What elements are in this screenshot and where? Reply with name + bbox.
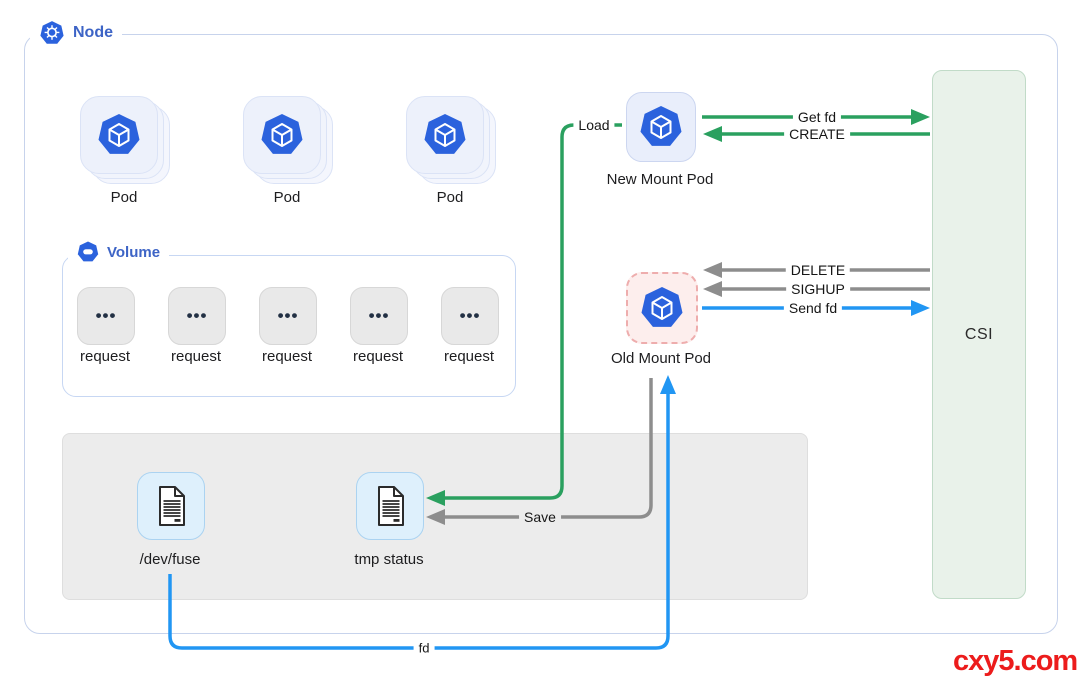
request-dots-icon: ••• bbox=[186, 306, 208, 325]
old-mount-pod-label: Old Mount Pod bbox=[610, 350, 712, 367]
pod-group bbox=[243, 96, 333, 184]
pod-group bbox=[406, 96, 496, 184]
pod-icon bbox=[98, 114, 140, 154]
node-legend: Node bbox=[30, 20, 122, 46]
request-cell: ••• bbox=[168, 287, 226, 345]
csi-label: CSI bbox=[964, 325, 994, 343]
arrow-label-send-fd: Send fd bbox=[783, 300, 843, 316]
arrow-label-save: Save bbox=[519, 509, 561, 525]
new-mount-pod-label: New Mount Pod bbox=[606, 171, 714, 188]
arrow-label-fd: fd bbox=[413, 640, 435, 656]
file-icon bbox=[159, 486, 185, 526]
pod-group bbox=[80, 96, 170, 184]
pod-card bbox=[406, 96, 484, 174]
kubernetes-node-icon bbox=[40, 21, 64, 44]
arrow-label-sighup: SIGHUP bbox=[786, 281, 850, 297]
pod-card bbox=[80, 96, 158, 174]
request-dots-icon: ••• bbox=[277, 306, 299, 325]
request-cell: ••• bbox=[441, 287, 499, 345]
request-dots-icon: ••• bbox=[459, 306, 481, 325]
pod-icon bbox=[640, 106, 682, 146]
request-label: request bbox=[443, 348, 495, 365]
pod-card bbox=[243, 96, 321, 174]
request-cell: ••• bbox=[350, 287, 408, 345]
request-dots-icon: ••• bbox=[368, 306, 390, 325]
arrow-label-get-fd: Get fd bbox=[792, 109, 842, 125]
old-mount-pod-card bbox=[626, 272, 698, 344]
pod-icon bbox=[641, 287, 683, 327]
request-label: request bbox=[79, 348, 131, 365]
request-label: request bbox=[352, 348, 404, 365]
csi-box: CSI bbox=[932, 70, 1026, 599]
arrow-label-load: Load bbox=[573, 117, 615, 133]
dev-fuse-label: /dev/fuse bbox=[139, 551, 201, 568]
tmp-status-card bbox=[356, 472, 424, 540]
arrow-label-create: CREATE bbox=[784, 126, 850, 142]
request-label: request bbox=[170, 348, 222, 365]
new-mount-pod-card bbox=[626, 92, 696, 162]
pod-label: Pod bbox=[436, 189, 464, 206]
volume-icon bbox=[77, 241, 99, 262]
volume-title: Volume bbox=[107, 243, 161, 261]
request-cell: ••• bbox=[259, 287, 317, 345]
request-dots-icon: ••• bbox=[95, 306, 117, 325]
request-label: request bbox=[261, 348, 313, 365]
request-cell: ••• bbox=[77, 287, 135, 345]
dev-fuse-card bbox=[137, 472, 205, 540]
tmp-status-label: tmp status bbox=[354, 551, 424, 568]
pod-icon bbox=[261, 114, 303, 154]
file-icon bbox=[378, 486, 404, 526]
pod-icon bbox=[424, 114, 466, 154]
pod-label: Pod bbox=[273, 189, 301, 206]
node-title: Node bbox=[73, 24, 113, 41]
pod-label: Pod bbox=[110, 189, 138, 206]
volume-legend: Volume bbox=[68, 241, 170, 263]
arrow-label-delete: DELETE bbox=[785, 262, 851, 278]
watermark: cxy5.com bbox=[953, 645, 1078, 677]
